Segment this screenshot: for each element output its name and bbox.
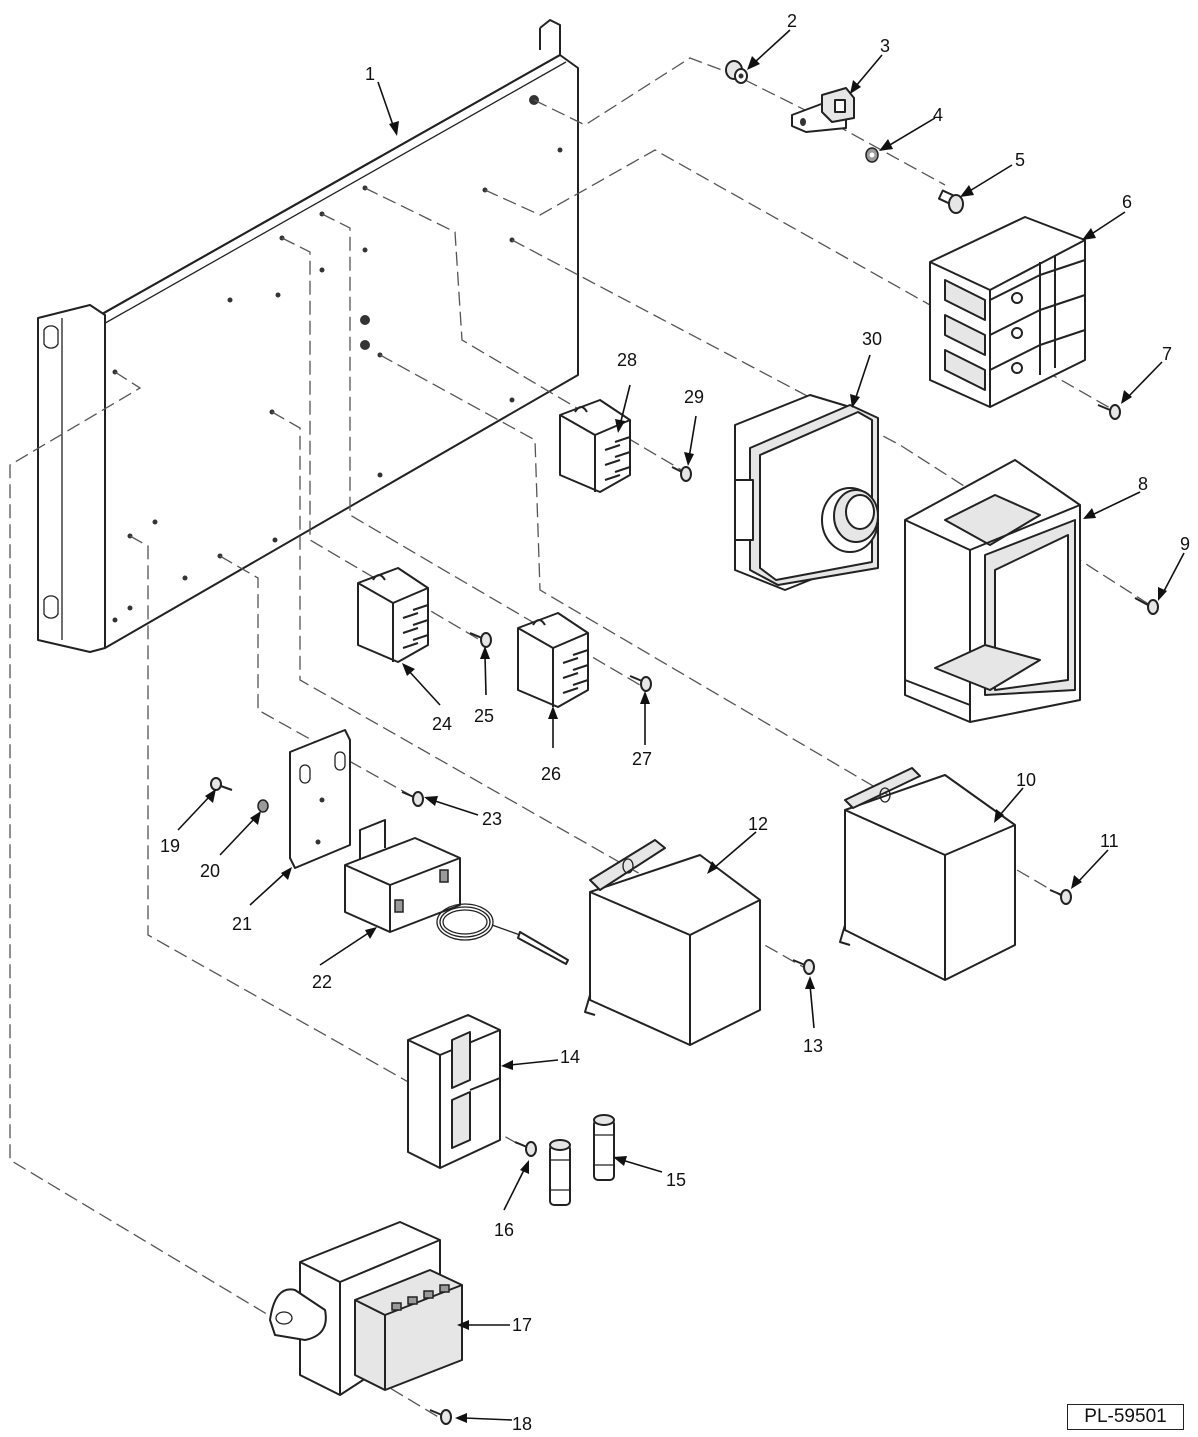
relay-26 xyxy=(517,612,589,708)
callout-9: 9 xyxy=(1180,534,1190,554)
screw-13 xyxy=(792,959,815,975)
screw-11 xyxy=(1049,889,1072,905)
fuse-holder xyxy=(407,1014,501,1169)
callout-4: 4 xyxy=(933,105,943,125)
screw-16 xyxy=(514,1141,537,1157)
callout-24: 24 xyxy=(432,714,452,734)
leader-lines xyxy=(177,29,1185,1423)
callout-11: 11 xyxy=(1100,831,1119,851)
screw-5 xyxy=(937,189,964,214)
thermostat xyxy=(344,819,569,965)
screw-18 xyxy=(429,1409,452,1425)
mounting-panel xyxy=(37,19,579,653)
callout-5: 5 xyxy=(1015,150,1025,170)
transformer-10 xyxy=(839,767,1016,981)
callout-22: 22 xyxy=(312,972,332,992)
callout-25: 25 xyxy=(474,706,494,726)
bushing xyxy=(725,60,748,84)
callout-29: 29 xyxy=(684,387,704,407)
screw-29 xyxy=(671,466,692,482)
callout-6: 6 xyxy=(1122,192,1132,212)
callout-14: 14 xyxy=(560,1047,580,1067)
lock-washer xyxy=(865,147,879,163)
callout-21: 21 xyxy=(232,914,252,934)
callout-12: 12 xyxy=(748,814,768,834)
callout-16: 16 xyxy=(494,1220,514,1240)
screw-23 xyxy=(401,791,424,807)
callout-28: 28 xyxy=(617,350,637,370)
callout-7: 7 xyxy=(1162,344,1172,364)
callout-labels: 1 2 3 4 5 6 7 8 9 10 11 12 13 14 15 16 1… xyxy=(160,11,1190,1434)
screw-19 xyxy=(210,777,233,791)
ground-lug xyxy=(791,87,855,133)
callout-15: 15 xyxy=(666,1170,686,1190)
callout-18: 18 xyxy=(512,1414,532,1434)
callout-10: 10 xyxy=(1016,770,1036,790)
drawing-reference-code: PL-59501 xyxy=(1067,1404,1184,1430)
screw-27 xyxy=(629,675,652,692)
relay-28 xyxy=(559,399,631,493)
callout-3: 3 xyxy=(880,36,890,56)
relay-24 xyxy=(357,567,429,663)
screw-9 xyxy=(1134,597,1159,615)
callout-13: 13 xyxy=(803,1036,823,1056)
mounting-plate xyxy=(289,729,351,869)
screw-25 xyxy=(469,632,492,648)
callout-30: 30 xyxy=(862,329,882,349)
callout-20: 20 xyxy=(200,861,220,881)
callout-23: 23 xyxy=(482,809,502,829)
callout-19: 19 xyxy=(160,836,180,856)
cover-bracket xyxy=(904,459,1081,723)
terminal-block xyxy=(929,216,1086,408)
transformer-12 xyxy=(584,839,761,1046)
callout-17: 17 xyxy=(512,1315,532,1335)
callout-2: 2 xyxy=(787,11,797,31)
callout-27: 27 xyxy=(632,749,652,769)
control-transformer xyxy=(269,1221,463,1396)
washer-20 xyxy=(257,799,269,813)
assembly-lines xyxy=(9,57,1151,1419)
control-knob-assembly xyxy=(734,394,879,591)
callout-26: 26 xyxy=(541,764,561,784)
callout-1: 1 xyxy=(365,64,375,84)
screw-7 xyxy=(1097,404,1121,420)
fuses xyxy=(549,1114,615,1206)
callout-8: 8 xyxy=(1138,474,1148,494)
